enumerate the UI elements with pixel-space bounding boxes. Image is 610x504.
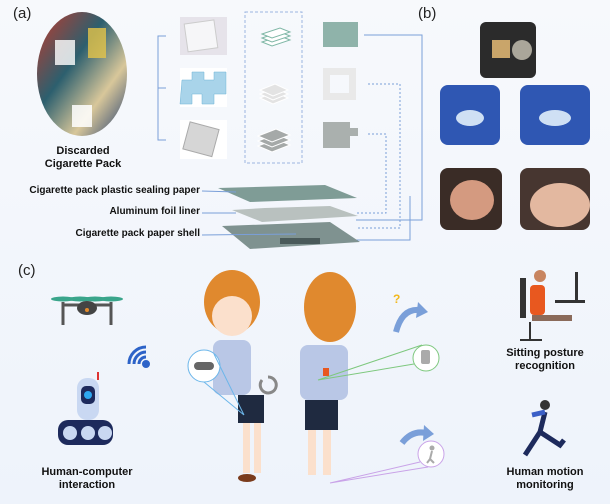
running-person-icon <box>522 400 566 457</box>
sitting-line-2: recognition <box>515 360 575 372</box>
hci-line-1: Human-computer <box>41 466 133 478</box>
sitting-person-icon <box>520 270 585 341</box>
foil-liner-layer <box>232 206 358 222</box>
sealing-paper-layer <box>218 185 357 202</box>
boy-back-figure <box>300 272 356 475</box>
motion-caption: Human motion monitoring <box>490 466 600 492</box>
motion-line-1: Human motion <box>506 466 584 478</box>
paper-shell-shape <box>323 122 358 148</box>
teal-stack-icon <box>260 27 292 47</box>
question-mark-icon: ? <box>393 292 401 306</box>
robot-icon <box>58 372 113 445</box>
layer-label-sealing: Cigarette pack plastic sealing paper <box>29 185 200 196</box>
wifi-icon <box>127 345 150 368</box>
hci-line-2: interaction <box>58 479 116 491</box>
pack-caption-line-1: Discarded <box>56 145 110 157</box>
chair-icon <box>421 350 430 364</box>
layer-label-shell: Cigarette pack paper shell <box>75 228 201 239</box>
sitting-caption: Sitting posture recognition <box>490 347 600 373</box>
arrow-to-motion-icon <box>399 429 427 445</box>
sitting-line-1: Sitting posture <box>506 347 584 359</box>
pack-caption-line-2: Cigarette Pack <box>44 158 122 170</box>
pack-caption: Discarded Cigarette Pack <box>33 145 133 171</box>
boy-front-figure <box>204 270 264 482</box>
arrow-to-sitting-icon <box>393 306 421 333</box>
gamepad-icon <box>194 362 214 370</box>
layer-label-foil: Aluminum foil liner <box>109 206 200 217</box>
drone-icon <box>51 296 123 325</box>
foil-frame-shape <box>323 68 356 100</box>
rotate-icon <box>258 375 278 395</box>
paper-shell-layer <box>222 222 360 249</box>
hci-caption: Human-computer interaction <box>37 466 137 492</box>
bracket-connector <box>157 35 166 141</box>
dark-stack-icon <box>256 128 292 153</box>
sealing-paper-shape <box>323 22 358 47</box>
panel-c-label: (c) <box>18 262 36 279</box>
panel-a-label: (a) <box>13 5 32 22</box>
walk-icon <box>429 445 435 451</box>
panel-b-label: (b) <box>418 5 437 22</box>
stack-icons-box <box>244 11 303 164</box>
motion-line-2: monitoring <box>516 479 574 491</box>
gray-stack-icon <box>258 83 290 105</box>
